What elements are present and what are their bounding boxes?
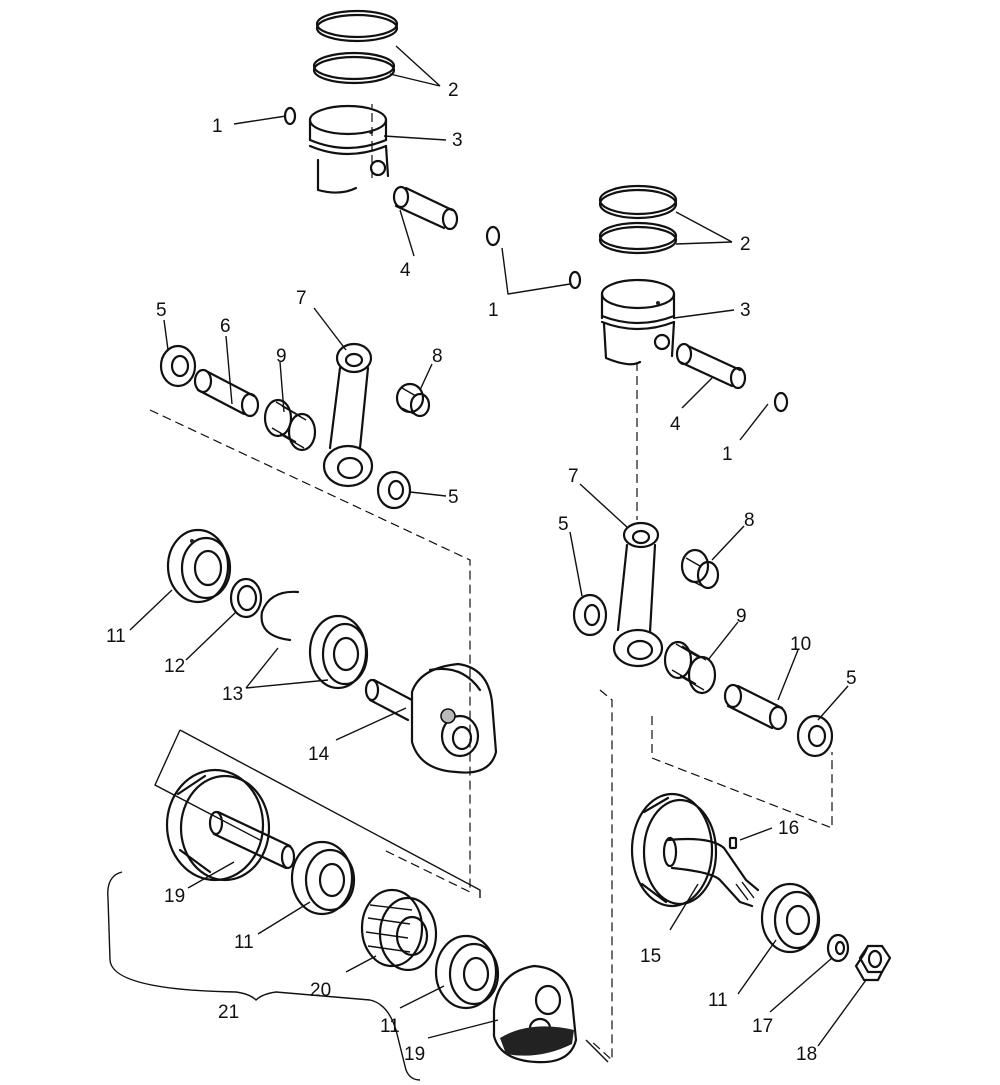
main-bearing-right-11 bbox=[760, 882, 821, 954]
callout-21: 21 bbox=[218, 1002, 239, 1023]
circlip-right-2 bbox=[773, 391, 789, 413]
washer-17 bbox=[826, 933, 850, 963]
crankshaft-half-19-upper bbox=[165, 768, 296, 882]
crankpin-left bbox=[193, 368, 260, 418]
main-bearing-left-upper bbox=[166, 528, 232, 604]
callout-12: 12 bbox=[164, 656, 185, 677]
thrust-washer-right-a bbox=[572, 593, 608, 637]
callout-4: 4 bbox=[670, 414, 681, 435]
callout-9: 9 bbox=[736, 606, 747, 627]
callout-1: 1 bbox=[488, 300, 499, 321]
crankpin-right bbox=[723, 683, 788, 731]
crankshaft-half-15 bbox=[630, 792, 760, 908]
circlip-left-1 bbox=[283, 106, 297, 126]
callout-2: 2 bbox=[448, 80, 459, 101]
snap-ring-13 bbox=[260, 590, 300, 642]
alignment-lines bbox=[149, 104, 833, 1063]
callout-3: 3 bbox=[740, 300, 751, 321]
piston-pin-right bbox=[675, 342, 747, 390]
circlip-left-2 bbox=[485, 225, 501, 247]
piston-rings-left bbox=[312, 9, 399, 85]
callout-2: 2 bbox=[740, 234, 751, 255]
callout-6: 6 bbox=[220, 316, 231, 337]
thrust-washer-left-b bbox=[376, 470, 412, 510]
callout-17: 17 bbox=[752, 1016, 773, 1037]
callout-19: 19 bbox=[164, 886, 185, 907]
callout-9: 9 bbox=[276, 346, 287, 367]
callout-7: 7 bbox=[296, 288, 307, 309]
labyrinth-seal-20 bbox=[360, 888, 438, 972]
piston-right bbox=[600, 278, 676, 366]
callout-5: 5 bbox=[156, 300, 167, 321]
piston-left bbox=[308, 104, 390, 194]
callout-18: 18 bbox=[796, 1044, 817, 1065]
callout-4: 4 bbox=[400, 260, 411, 281]
callout-14: 14 bbox=[308, 744, 330, 765]
callout-11: 11 bbox=[380, 1016, 400, 1037]
connecting-rod-left bbox=[322, 342, 374, 488]
piston-rings-right bbox=[598, 184, 678, 255]
callout-5: 5 bbox=[558, 514, 569, 535]
thrust-washer-left-a bbox=[159, 344, 197, 388]
woodruff-key-16 bbox=[728, 836, 738, 850]
callout-1: 1 bbox=[212, 116, 223, 137]
callout-8: 8 bbox=[744, 510, 755, 531]
callout-11: 11 bbox=[234, 932, 254, 953]
callout-3: 3 bbox=[452, 130, 463, 151]
main-bearing-left-lower-1 bbox=[290, 840, 356, 916]
piston-pin-left bbox=[392, 185, 459, 231]
crankshaft-half-19-lower bbox=[492, 964, 578, 1064]
needle-bearing-left-big bbox=[263, 398, 317, 452]
callout-8: 8 bbox=[432, 346, 443, 367]
callout-16: 16 bbox=[778, 818, 799, 839]
leader-lines bbox=[129, 45, 867, 1047]
circlip-right-1 bbox=[568, 270, 582, 290]
main-bearing-left-lower-2 bbox=[434, 934, 500, 1010]
callout-labels: 1 2 3 4 2 1 3 4 1 5 6 7 8 9 5 7 8 5 9 10… bbox=[106, 80, 857, 1065]
callout-10: 10 bbox=[790, 634, 811, 655]
callout-11: 11 bbox=[106, 626, 126, 647]
callout-20: 20 bbox=[310, 980, 331, 1001]
crankshaft-half-14 bbox=[364, 662, 498, 774]
needle-bearing-right-small bbox=[680, 548, 720, 590]
main-bearing-13 bbox=[308, 614, 369, 690]
callout-13: 13 bbox=[222, 684, 243, 705]
callout-11: 11 bbox=[708, 990, 728, 1011]
callout-5: 5 bbox=[448, 487, 459, 508]
bracket-21 bbox=[107, 871, 421, 1081]
snap-ring-12 bbox=[229, 577, 263, 619]
nut-18 bbox=[854, 944, 892, 982]
callout-1: 1 bbox=[722, 444, 733, 465]
callout-5: 5 bbox=[846, 668, 857, 689]
needle-bearing-left-small bbox=[395, 382, 431, 418]
needle-bearing-right-big bbox=[663, 640, 717, 695]
connecting-rod-right bbox=[612, 521, 664, 668]
callout-15: 15 bbox=[640, 946, 661, 967]
callout-7: 7 bbox=[568, 466, 579, 487]
callout-19: 19 bbox=[404, 1044, 425, 1065]
thrust-washer-right-b bbox=[796, 714, 834, 758]
